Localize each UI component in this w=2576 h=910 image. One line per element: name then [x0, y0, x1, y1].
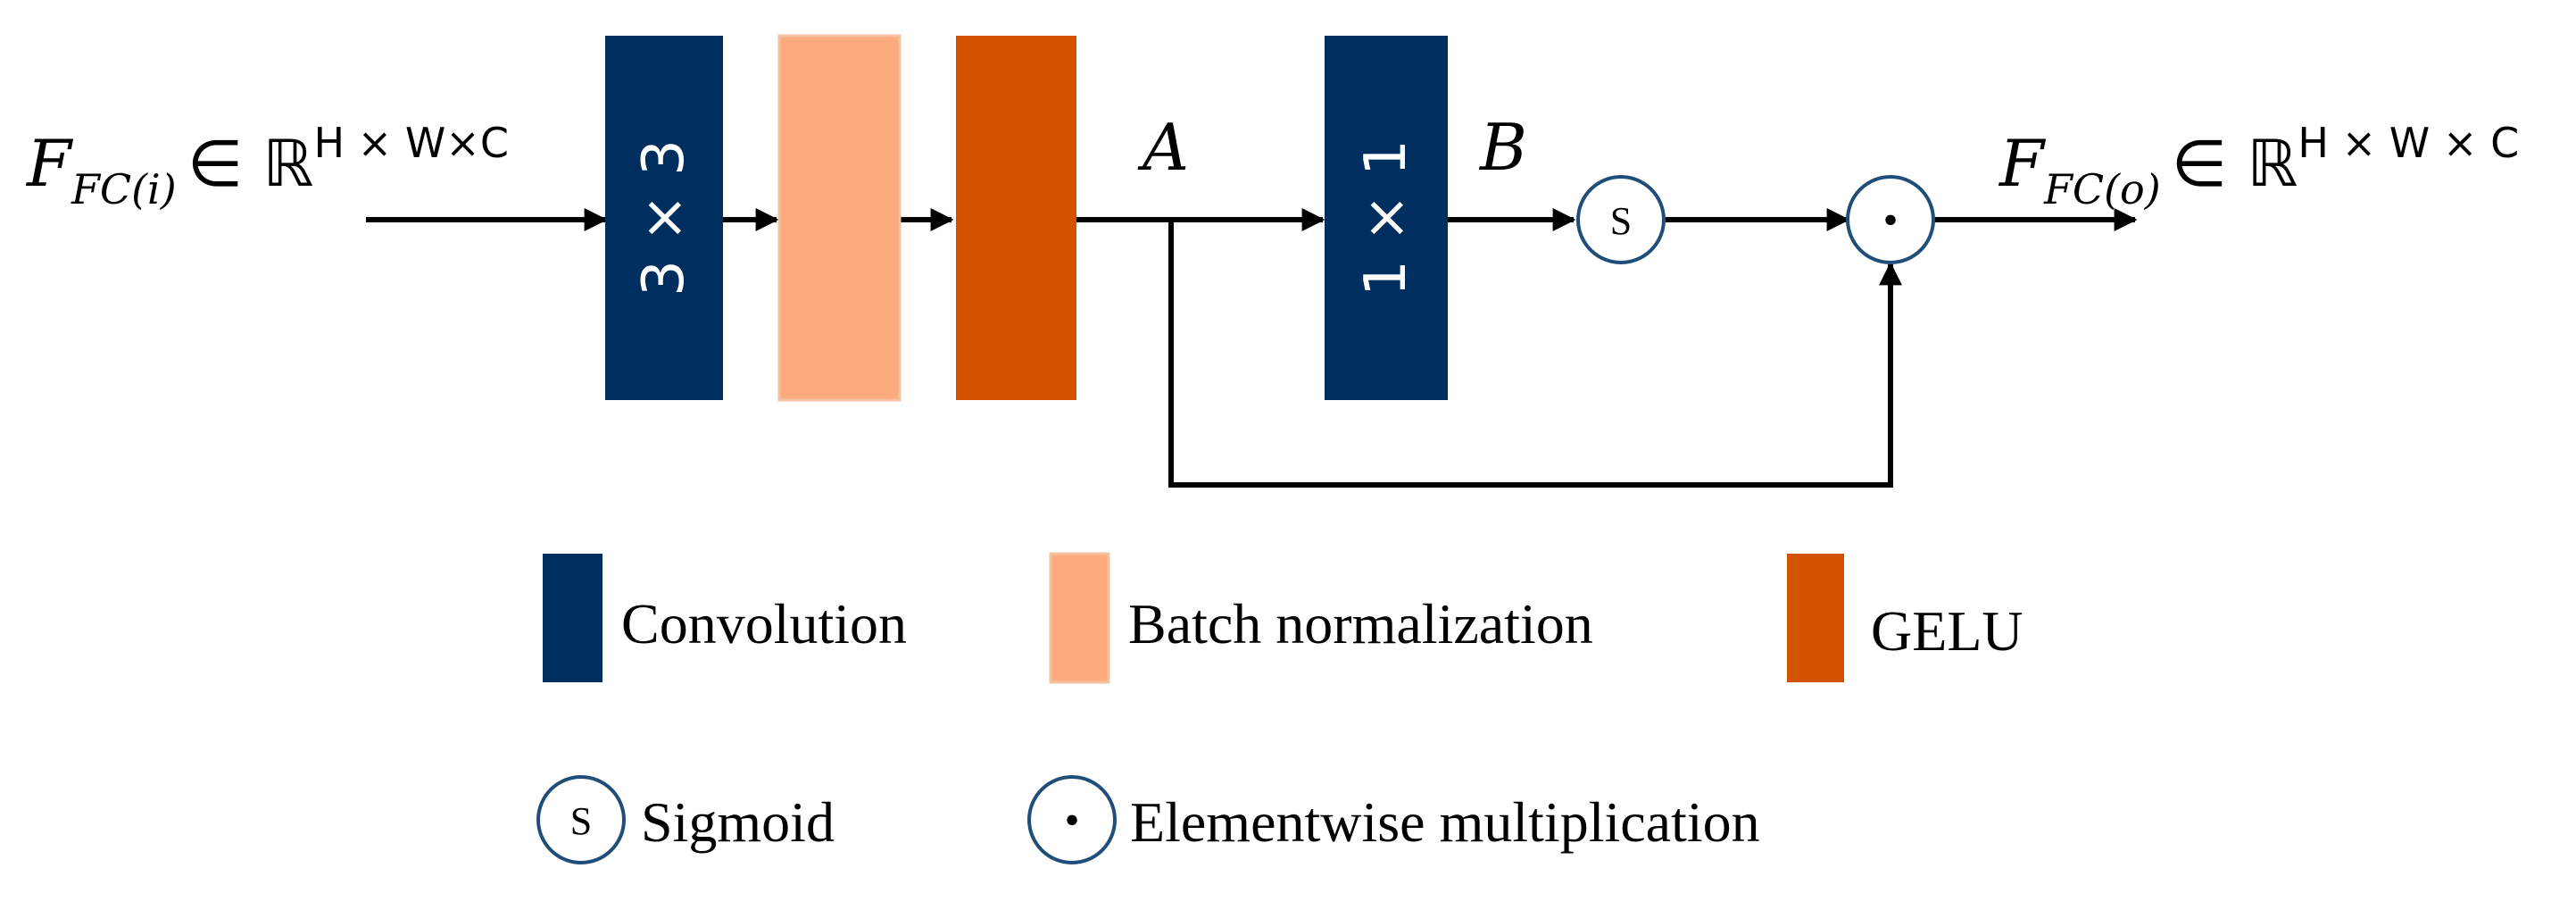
legend-multiply-label: Elementwise multiplication [1130, 790, 1760, 854]
legend-convolution-swatch [543, 554, 602, 682]
output-set: ℝ [2247, 126, 2298, 201]
legend-multiply-symbol: • [1065, 797, 1080, 844]
legend-sigmoid-label: Sigmoid [641, 790, 835, 854]
sigmoid-node [1576, 175, 1666, 264]
legend-batch-norm-swatch [1049, 552, 1110, 684]
input-member: ∈ [187, 126, 244, 201]
output-member: ∈ [2172, 126, 2228, 201]
sigmoid-symbol: S [1610, 199, 1632, 243]
conv3x3-block [605, 36, 723, 400]
gelu-block [956, 36, 1076, 400]
multiply-node [1846, 175, 1935, 264]
conv3x3-label: 3 × 3 [631, 139, 697, 296]
conv1x1-label: 1 × 1 [1353, 139, 1419, 296]
legend-gelu-swatch [1787, 554, 1844, 682]
input-label: FFC(i)∈ℝH × W×C [25, 119, 509, 213]
node-b-label: B [1478, 110, 1527, 185]
legend-convolution-label: Convolution [621, 592, 907, 655]
multiply-symbol: • [1883, 196, 1899, 244]
input-subscript: FC(i) [71, 165, 177, 213]
skip-connection-arrow [1168, 220, 1902, 488]
output-dims: H × W × C [2298, 119, 2519, 167]
input-dims: H × W×C [313, 119, 509, 167]
legend-sigmoid-symbol: S [570, 799, 592, 843]
input-symbol: F [25, 126, 74, 201]
node-a-label: A [1137, 110, 1189, 185]
output-symbol: F [1998, 126, 2047, 201]
legend-multiply-icon [1027, 775, 1117, 864]
batch-norm-block [777, 34, 902, 402]
conv1x1-block [1325, 36, 1448, 400]
output-subscript: FC(o) [2043, 165, 2161, 213]
legend-sigmoid-icon [536, 775, 626, 864]
input-set: ℝ [262, 126, 313, 201]
legend-batch-norm-label: Batch normalization [1128, 592, 1593, 655]
output-label: FFC(o)∈ ℝH × W × C [1998, 119, 2519, 213]
legend-gelu-label: GELU [1871, 599, 2023, 663]
